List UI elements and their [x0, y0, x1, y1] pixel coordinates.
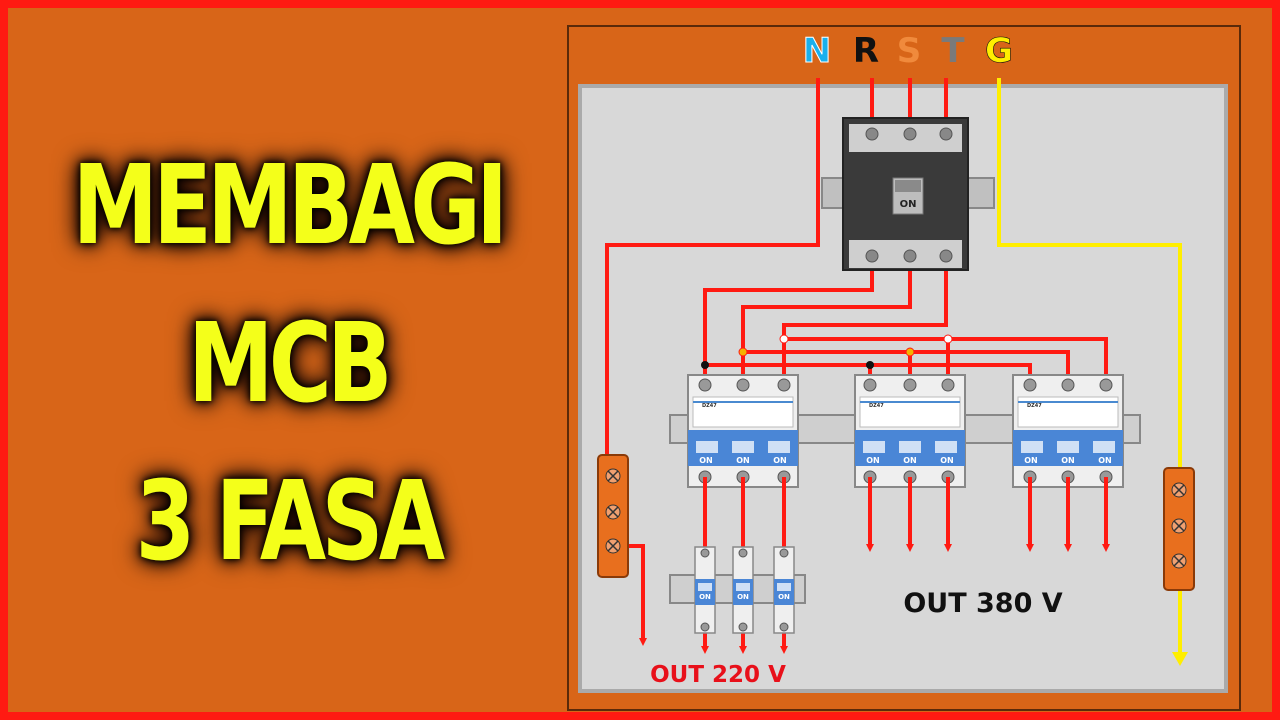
phase-label-g: G — [985, 31, 1013, 71]
mcb-1p-3: ON — [773, 546, 795, 634]
title-line-1: MEMBAGI — [72, 141, 508, 269]
phase-label-r: R — [853, 31, 879, 71]
mcb-3p-3-model: DZ47 — [1027, 403, 1042, 409]
mcb-3p-3-pole-2: ON — [1061, 456, 1075, 465]
output-wires-3p — [701, 477, 1110, 654]
ground-bar — [1163, 467, 1195, 591]
phase-label-n: N — [803, 31, 831, 71]
mcb-3p-2: DZ47 ON ON ON — [854, 374, 966, 488]
mcb-3p-2-model: DZ47 — [869, 403, 884, 409]
mcb-3p-1-pole-1: ON — [699, 456, 713, 465]
main-breaker-switch-label: ON — [900, 199, 917, 210]
junction-dots — [701, 334, 953, 369]
title-line-2: MCB — [188, 299, 392, 427]
mcb-3p-3: DZ47 ON ON ON — [1012, 374, 1124, 488]
neutral-bar — [597, 454, 629, 578]
mcb-3p-1-pole-3: ON — [773, 456, 787, 465]
mcb-1p-1-switch-label: ON — [699, 593, 711, 601]
phase-label-s: S — [897, 31, 922, 71]
mcb-1p-2: ON — [732, 546, 754, 634]
ground-arrow — [1172, 652, 1188, 666]
mcb-3p-3-pole-3: ON — [1098, 456, 1112, 465]
mcb-3p-2-pole-1: ON — [866, 456, 880, 465]
mcb-3p-3-pole-1: ON — [1024, 456, 1038, 465]
mcb-1p-1: ON — [694, 546, 716, 634]
mcb-3p-1-model: DZ47 — [702, 403, 717, 409]
mcb-3p-2-pole-3: ON — [940, 456, 954, 465]
mcb-3p-2-pole-2: ON — [903, 456, 917, 465]
out-220-label: OUT 220 V — [650, 662, 786, 688]
ground-wire — [997, 78, 1182, 662]
out-380-label: OUT 380 V — [903, 588, 1062, 619]
mcb-3p-1: DZ47 ON ON ON — [687, 374, 799, 488]
main-breaker: ON — [842, 117, 969, 271]
phase-label-t: T — [941, 31, 965, 71]
mcb-1p-3-switch-label: ON — [778, 593, 790, 601]
mcb-3p-1-pole-2: ON — [736, 456, 750, 465]
title-line-3: 3 FASA — [135, 457, 446, 585]
mcb-1p-2-switch-label: ON — [737, 593, 749, 601]
